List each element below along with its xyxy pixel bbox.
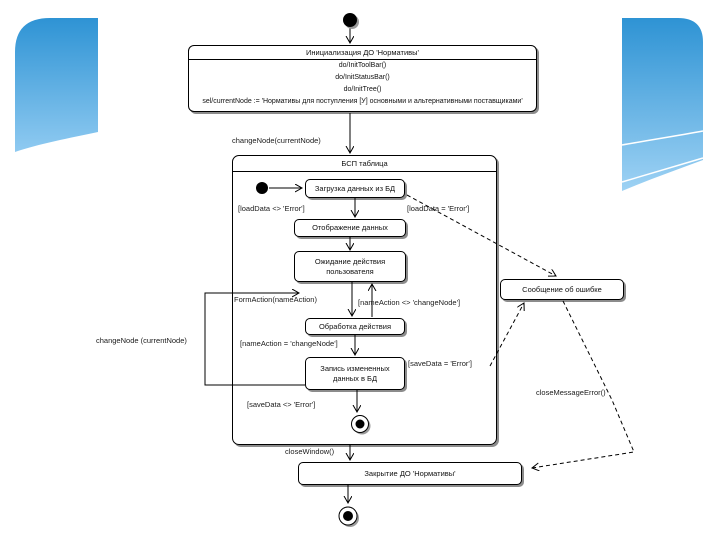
inner-final-state (351, 415, 371, 435)
state-load-data-label: Загрузка данных из БД (314, 183, 396, 193)
state-save-data-label: Запись измененных данных в БД (320, 364, 390, 383)
guard-save-error: [saveData = 'Error'] (408, 359, 472, 368)
right-swoosh-shape (622, 18, 703, 191)
event-form-action: FormAction(nameAction) (234, 295, 317, 304)
right-swoosh-highlight-bottom (621, 157, 704, 183)
edge-message-to-close (532, 300, 635, 468)
edge-saveerror-to-message (489, 303, 524, 367)
event-close-window: closeWindow() (285, 447, 335, 456)
state-process-action-label: Обработка действия (318, 321, 392, 331)
edge-changenode-loop (204, 293, 305, 386)
inner-initial-state-dot (256, 182, 268, 194)
state-close-window-label: Закрытие ДО 'Нормативы' (364, 468, 456, 478)
init-action-statusbar: do/InitStatusBar() (335, 74, 390, 81)
state-error-message: Сообщение об ошибке (500, 279, 624, 300)
init-action-toolbar: do/InitToolBar() (338, 62, 387, 69)
state-display-data-label: Отображение данных (312, 223, 388, 233)
state-display-data: Отображение данных (294, 219, 406, 237)
state-wait-user-action-label: Ожидание действия пользователя (314, 257, 386, 276)
edge-loaderror-to-message (406, 194, 556, 276)
state-wait-user-action: Ожидание действия пользователя (294, 251, 406, 282)
guard-action-not-changenode: [nameAction <> 'changeNode'] (358, 298, 461, 307)
event-change-node-loop: changeNode (currentNode) (96, 336, 187, 345)
init-action-tree: do/InitTree() (343, 86, 382, 93)
event-close-message-error: closeMessageError() (536, 388, 606, 397)
guard-save-ok: [saveData <> 'Error'] (247, 400, 316, 409)
guard-load-ok: [loadData <> 'Error'] (238, 204, 305, 213)
state-process-action: Обработка действия (305, 318, 405, 335)
state-initialization: Инициализация ДО 'Нормативы' do/InitTool… (188, 45, 537, 112)
guard-action-is-changenode: [nameAction = 'changeNode'] (240, 339, 338, 348)
composite-state-table: БСП таблица (232, 155, 497, 445)
bottom-final-state (338, 506, 359, 527)
state-close-window: Закрытие ДО 'Нормативы' (298, 462, 522, 485)
state-initialization-title: Инициализация ДО 'Нормативы' (189, 46, 536, 60)
state-save-data: Запись измененных данных в БД (305, 357, 405, 390)
left-swoosh-shape (15, 18, 98, 152)
state-load-data: Загрузка данных из БД (305, 179, 405, 198)
guard-load-error: [loadData = 'Error'] (407, 204, 470, 213)
right-swoosh-highlight (621, 130, 704, 146)
init-action-select-node: sel/currentNode := 'Нормативы для поступ… (202, 98, 523, 105)
state-error-message-label: Сообщение об ошибке (522, 284, 602, 294)
event-change-node: changeNode(currentNode) (232, 136, 321, 145)
initial-state-dot (343, 13, 357, 27)
composite-state-title: БСП таблица (233, 156, 496, 172)
